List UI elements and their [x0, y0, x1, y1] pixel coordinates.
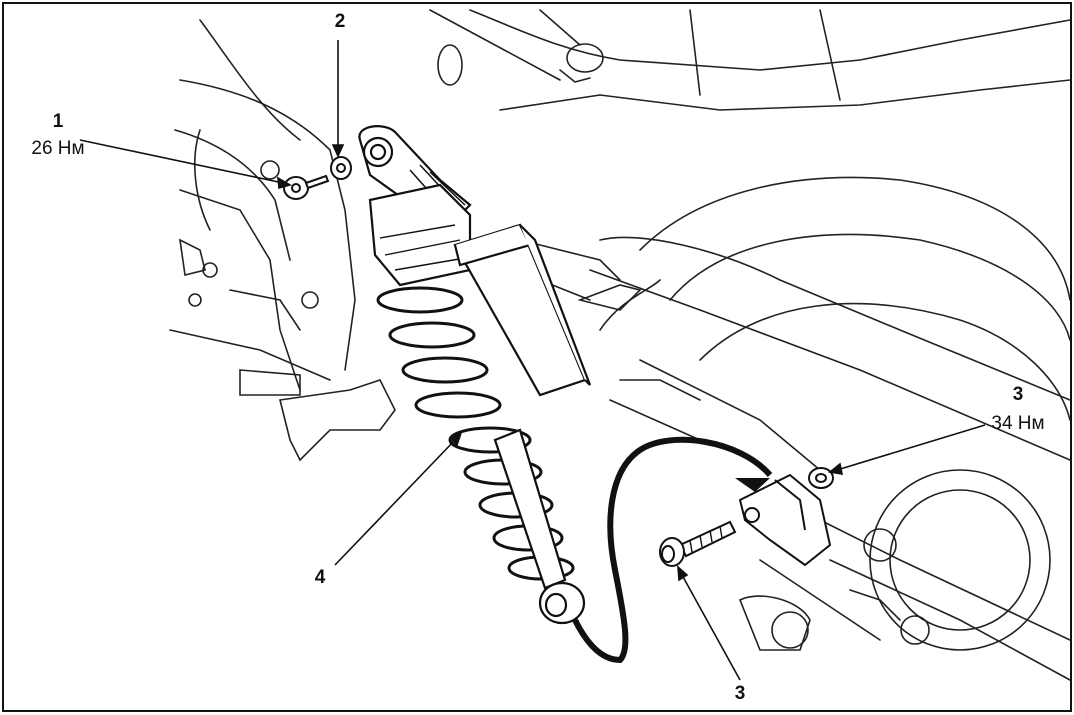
callout-2-number: 2 [334, 11, 346, 32]
rear-bolt [659, 520, 737, 567]
callout-3-bottom-number: 3 [734, 683, 746, 704]
rear-nut [808, 467, 834, 489]
callout-4: 4 [308, 568, 332, 587]
shock-absorber [358, 125, 592, 625]
callout-2: 2 [328, 12, 352, 31]
drive-belt [572, 436, 773, 664]
callout-3-right-number: 3 [1012, 384, 1024, 405]
callout-1: 1 26 Нм [28, 112, 88, 158]
callout-3-bottom: 3 [728, 684, 752, 703]
callout-1-torque: 26 Нм [31, 138, 85, 159]
callout-3-right: 3 34 Нм [978, 385, 1058, 433]
callout-3-right-torque: 34 Нм [991, 413, 1045, 434]
rear-mount-bracket [738, 473, 832, 567]
leader-lines [79, 40, 986, 681]
callout-4-number: 4 [314, 567, 326, 588]
upper-bolt [283, 156, 352, 200]
frame-linework [169, 9, 1071, 681]
belt-arrow [735, 478, 770, 492]
callout-1-number: 1 [52, 111, 64, 132]
